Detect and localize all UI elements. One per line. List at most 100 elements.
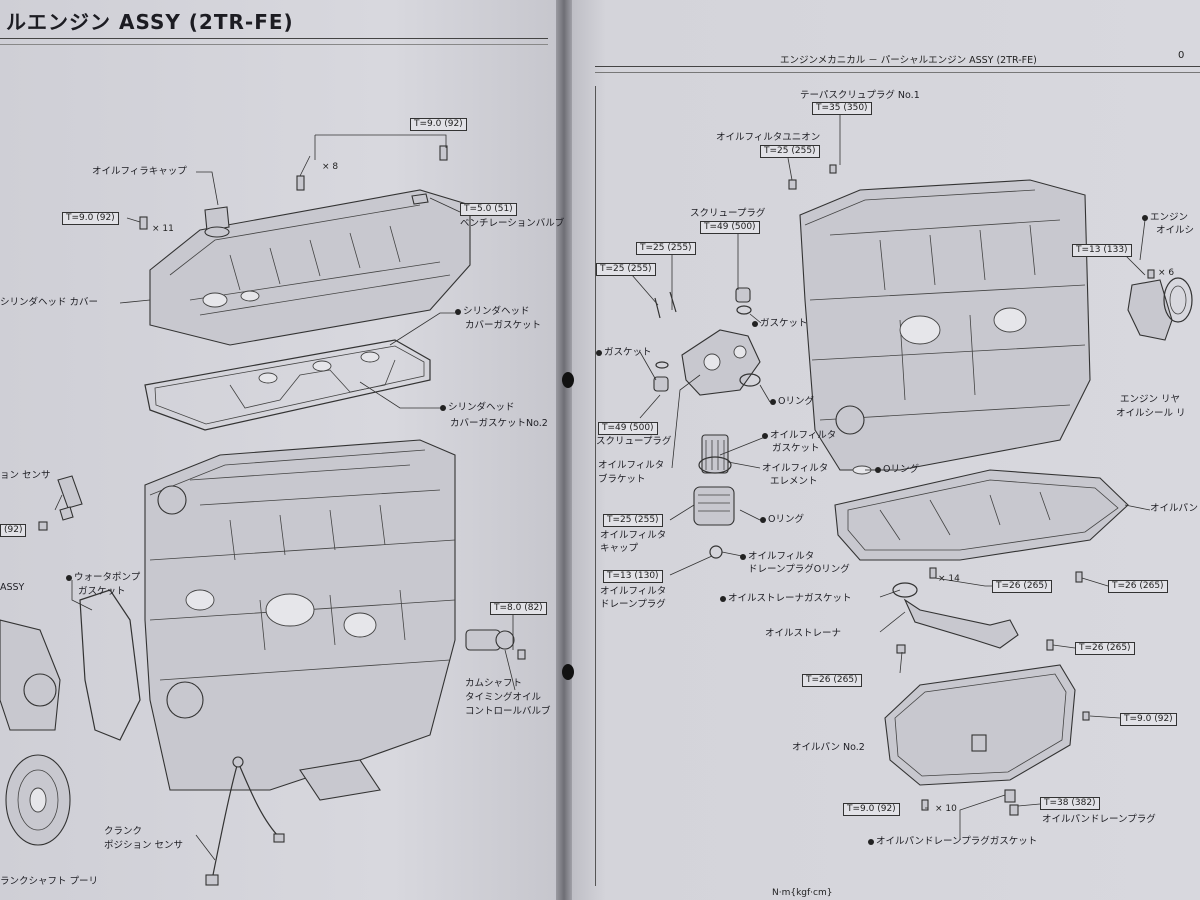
label-rear-seal-2: オイルシール リ [1116,408,1186,419]
label-sensor-partial: ョン センサ [0,470,51,481]
label-cover-gasket: シリンダヘッド [455,306,530,318]
label-screw-plug-bottom: スクリュープラグ [596,436,672,447]
engine-block-right-drawing [799,179,1091,471]
label-drain-oring-line1: オイルフィルタ [748,551,815,562]
label-rear-seal-1: エンジン リヤ [1120,394,1181,405]
torque-spec-union: T=25 (255) [760,145,820,158]
qty-x14: × 14 [938,574,960,584]
page-title: ルエンジン ASSY (2TR-FE) [6,10,294,34]
label-oil-filter-gasket-line1: オイルフィルタ [770,430,837,441]
label-gasket-1-text: ガスケット [760,318,808,329]
label-drain-oring-line2: ドレーンプラグOリング [748,564,850,575]
binder-hole [562,372,574,388]
torque-spec-t25a: T=25 (255) [636,242,696,255]
label-drain-plug-2: ドレーンプラグ [600,599,666,610]
page-header: エンジンメカニカル － パーシャルエンジン ASSY (2TR-FE) [780,55,1037,66]
torque-spec-t25b: T=25 (255) [596,263,656,276]
torque-spec-pan2: T=26 (265) [1108,580,1168,593]
cylinder-head-cover-drawing [139,145,471,346]
label-oil-filter-union: オイルフィルタユニオン [716,132,821,143]
water-pump-drawing [0,589,141,741]
label-oring-1: Oリング [770,396,814,408]
label-strainer: オイルストレーナ [765,628,842,639]
label-filter-cap-2: キャップ [600,543,639,554]
label-filter-cap-1: オイルフィルタ [600,530,667,541]
label-gasket-2-text: ガスケット [604,347,652,358]
label-oring-3: Oリング [875,464,919,476]
label-cover-gasket-no2: シリンダヘッド [440,402,515,414]
header-rule [595,66,1200,67]
label-taper-plug: テーパスクリュプラグ No.1 [800,90,920,101]
label-oring-2: Oリング [760,514,804,526]
label-cylinder-head-cover: シリンダヘッド カバー [0,297,99,308]
label-oring-1-text: Oリング [778,396,814,407]
label-drain-plug-pan: オイルパンドレーンプラグ [1042,814,1156,825]
crank-sensor-drawing [205,756,285,886]
torque-spec-pan5: T=9.0 (92) [1120,713,1177,726]
label-strainer-gasket: オイルストレーナガスケット [720,593,852,605]
label-crank-sensor-1: クランク [104,826,143,837]
torque-spec-top: T=9.0 (92) [410,118,467,131]
oil-pan-upper-drawing [834,465,1129,561]
page-number: 0 [1178,50,1185,61]
torque-spec-pan6: T=9.0 (92) [843,803,900,816]
label-bracket-1: オイルフィルタ [598,460,665,471]
title-rule-2 [0,44,548,45]
label-oil-pan-no2: オイルパン No.2 [792,742,865,753]
label-crank-pulley: ランクシャフト プーリ [0,876,99,887]
torque-spec-left: T=9.0 (92) [62,212,119,225]
rear-oil-seal-drawing [1127,269,1193,341]
torque-spec-pan3: T=26 (265) [1075,642,1135,655]
label-oil-filter-gasket: オイルフィルタ [762,430,836,442]
label-screw-plug-top: スクリュープラグ [690,208,766,219]
label-assy-partial: ASSY [0,582,25,593]
label-oring-3-text: Oリング [883,464,919,475]
oil-pan-no2-drawing [884,639,1090,816]
label-camshaft-valve-2: タイミングオイル [465,692,542,703]
label-cover-gasket-no2-line2: カバーガスケットNo.2 [450,418,548,429]
footer-unit-partial: N·m{kgf·cm} [772,888,833,898]
title-rule [0,38,548,39]
label-strainer-gasket-text: オイルストレーナガスケット [728,593,852,604]
label-cover-gasket-line1: シリンダヘッド [463,306,530,317]
label-cover-gasket-line2: カバーガスケット [465,320,542,331]
label-water-pump-gasket-line2: ガスケット [78,586,126,597]
torque-spec-screw: T=49 (500) [700,221,760,234]
label-cover-gasket-no2-line1: シリンダヘッド [448,402,515,413]
torque-spec-t13-right: T=13 (133) [1072,244,1132,257]
label-camshaft-valve-1: カムシャフト [465,678,523,689]
label-oil-pan-partial: オイルパン [1150,503,1198,514]
cam-sensor-drawing [38,475,83,531]
label-oring-2-text: Oリング [768,514,804,525]
torque-spec-pan4: T=26 (265) [802,674,862,687]
head-cover-gasket-drawing [144,339,431,431]
engine-block-drawing [144,439,456,801]
label-engine-seal: エンジン [1142,212,1188,224]
torque-spec-drain: T=38 (382) [1040,797,1100,810]
label-crank-sensor-2: ポジション センサ [104,840,184,851]
label-element-2: エレメント [770,476,818,487]
label-drain-oring: オイルフィルタ [740,551,814,563]
label-bracket-2: ブラケット [598,474,646,485]
torque-spec-taper: T=35 (350) [812,102,872,115]
label-drain-plug-gasket: オイルパンドレーンプラグガスケット [868,836,1037,848]
label-element-1: オイルフィルタ [762,463,829,474]
label-water-pump-gasket: ウォータポンプ [66,572,140,584]
crank-pulley-drawing [5,754,71,846]
torque-spec-pan1: T=26 (265) [992,580,1052,593]
diagram-frame [595,86,596,886]
qty-x8: × 8 [322,162,339,172]
label-oil-filler-cap: オイルフィラキャップ [92,166,187,177]
torque-spec-t49: T=49 (500) [598,422,658,435]
qty-x6: × 6 [1158,268,1175,278]
torque-spec-partial: (92) [0,524,27,537]
torque-spec-cam: T=8.0 (82) [490,602,547,615]
label-camshaft-valve-3: コントロールバルブ [465,706,551,717]
binder-hole [562,664,574,680]
header-rule-2 [595,72,1200,73]
label-ventilation-valve: ベンチレーションバルブ [460,218,565,229]
torque-spec-cap: T=25 (255) [603,514,663,527]
label-drain-plug-gasket-text: オイルパンドレーンプラグガスケット [876,836,1038,847]
